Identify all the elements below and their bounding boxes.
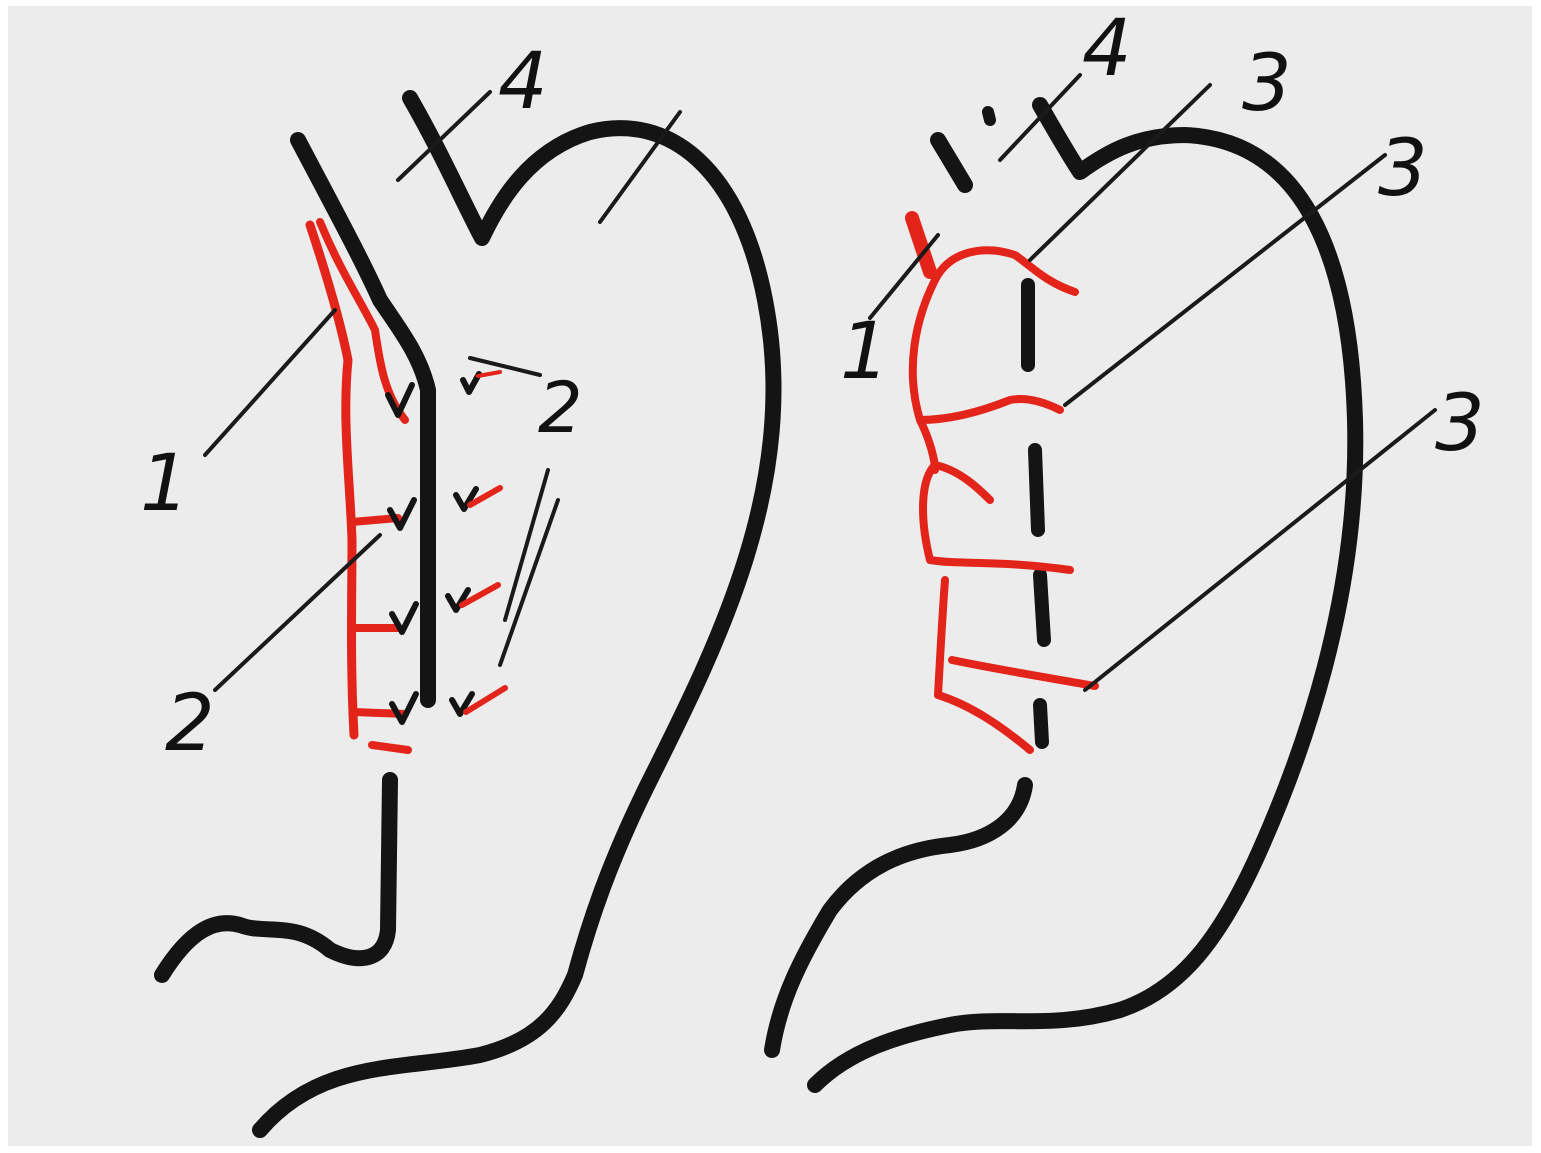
left-label-2-upper: 2 [538,367,583,449]
left-branch-1 [352,518,398,522]
right-label-3a: 3 [1242,39,1292,129]
right-label-3c: 3 [1435,379,1485,469]
left-label-1: 1 [140,439,190,529]
right-label-3b: 3 [1378,124,1428,214]
right-esophagus-dot [988,112,990,120]
left-branch-4 [372,745,408,750]
left-label-4: 4 [498,37,548,127]
right-label-1: 1 [840,307,890,397]
left-label-2-lower: 2 [165,679,215,769]
right-label-4: 4 [1082,4,1132,94]
paper-background [8,6,1532,1146]
